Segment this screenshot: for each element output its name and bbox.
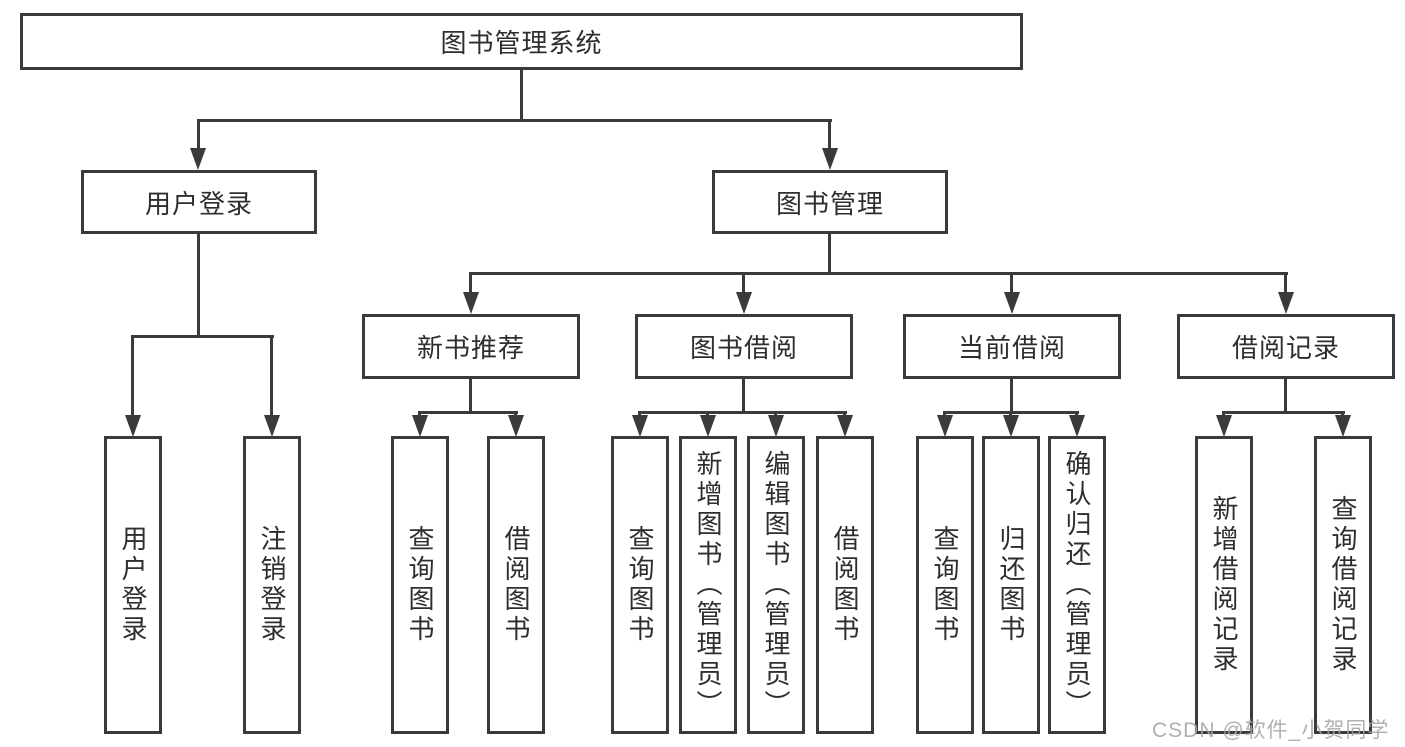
leaf-label: 借阅图书 <box>830 525 860 645</box>
node-logout: 注销登录 <box>243 436 301 734</box>
arrow-down-icon <box>190 148 206 170</box>
leaf-label: 查询借阅记录 <box>1328 495 1358 675</box>
node-query-books-recommend: 查询图书 <box>391 436 449 734</box>
connector-line <box>197 119 832 122</box>
connector-line <box>638 411 847 414</box>
leaf-label: 查询图书 <box>625 525 655 645</box>
csdn-watermark: CSDN @软件_小贺同学 <box>1152 719 1390 742</box>
connector-line <box>1284 272 1287 298</box>
node-borrow-records: 借阅记录 <box>1177 314 1395 379</box>
node-query-books-current: 查询图书 <box>916 436 974 734</box>
leaf-label: 查询图书 <box>930 525 960 645</box>
arrow-down-icon <box>1003 415 1019 437</box>
arrow-down-icon <box>768 415 784 437</box>
leaf-label: 新增图书（管理员） <box>693 450 723 720</box>
arrow-down-icon <box>1069 415 1085 437</box>
node-borrow-books-recommend: 借阅图书 <box>487 436 545 734</box>
node-user-login-group: 用户登录 <box>81 170 317 234</box>
arrow-down-icon <box>837 415 853 437</box>
leaf-label: 借阅图书 <box>501 525 531 645</box>
node-edit-book-admin: 编辑图书（管理员） <box>747 436 805 734</box>
arrow-down-icon <box>412 415 428 437</box>
arrow-down-icon <box>1335 415 1351 437</box>
connector-line <box>131 335 274 338</box>
leaf-label: 新增借阅记录 <box>1209 495 1239 675</box>
connector-line <box>742 272 745 298</box>
leaf-label: 用户登录 <box>118 525 148 645</box>
arrow-down-icon <box>632 415 648 437</box>
leaf-label: 归还图书 <box>996 525 1026 645</box>
arrow-down-icon <box>822 148 838 170</box>
connector-line <box>197 119 200 153</box>
arrow-down-icon <box>508 415 524 437</box>
node-add-book-admin: 新增图书（管理员） <box>679 436 737 734</box>
leaf-label: 注销登录 <box>257 525 287 645</box>
connector-line <box>1222 411 1345 414</box>
connector-line <box>520 70 523 122</box>
node-book-management: 图书管理 <box>712 170 948 234</box>
connector-line <box>418 411 518 414</box>
node-return-book: 归还图书 <box>982 436 1040 734</box>
arrow-down-icon <box>463 292 479 314</box>
arrow-down-icon <box>700 415 716 437</box>
connector-line <box>469 272 472 298</box>
arrow-down-icon <box>1216 415 1232 437</box>
leaf-label: 编辑图书（管理员） <box>761 450 791 720</box>
arrow-down-icon <box>125 415 141 437</box>
node-book-borrow: 图书借阅 <box>635 314 853 379</box>
node-query-borrow-record: 查询借阅记录 <box>1314 436 1372 734</box>
arrow-down-icon <box>937 415 953 437</box>
arrow-down-icon <box>264 415 280 437</box>
connector-line <box>828 234 831 275</box>
node-user-login: 用户登录 <box>104 436 162 734</box>
connector-line <box>1010 379 1013 414</box>
node-confirm-return-admin: 确认归还（管理员） <box>1048 436 1106 734</box>
node-borrow-books: 借阅图书 <box>816 436 874 734</box>
leaf-label: 确认归还（管理员） <box>1062 450 1092 720</box>
connector-line <box>131 335 134 420</box>
node-current-borrow: 当前借阅 <box>903 314 1121 379</box>
connector-line <box>469 272 1288 275</box>
connector-line <box>828 119 831 153</box>
connector-line <box>469 379 472 414</box>
connector-line <box>270 335 273 420</box>
connector-line <box>1010 272 1013 298</box>
connector-line <box>197 234 200 336</box>
arrow-down-icon <box>1278 292 1294 314</box>
leaf-label: 查询图书 <box>405 525 435 645</box>
node-library-system: 图书管理系统 <box>20 13 1023 70</box>
node-new-book-recommend: 新书推荐 <box>362 314 580 379</box>
node-query-books-borrow: 查询图书 <box>611 436 669 734</box>
node-add-borrow-record: 新增借阅记录 <box>1195 436 1253 734</box>
arrow-down-icon <box>1004 292 1020 314</box>
connector-line <box>1284 379 1287 414</box>
arrow-down-icon <box>736 292 752 314</box>
connector-line <box>742 379 745 414</box>
